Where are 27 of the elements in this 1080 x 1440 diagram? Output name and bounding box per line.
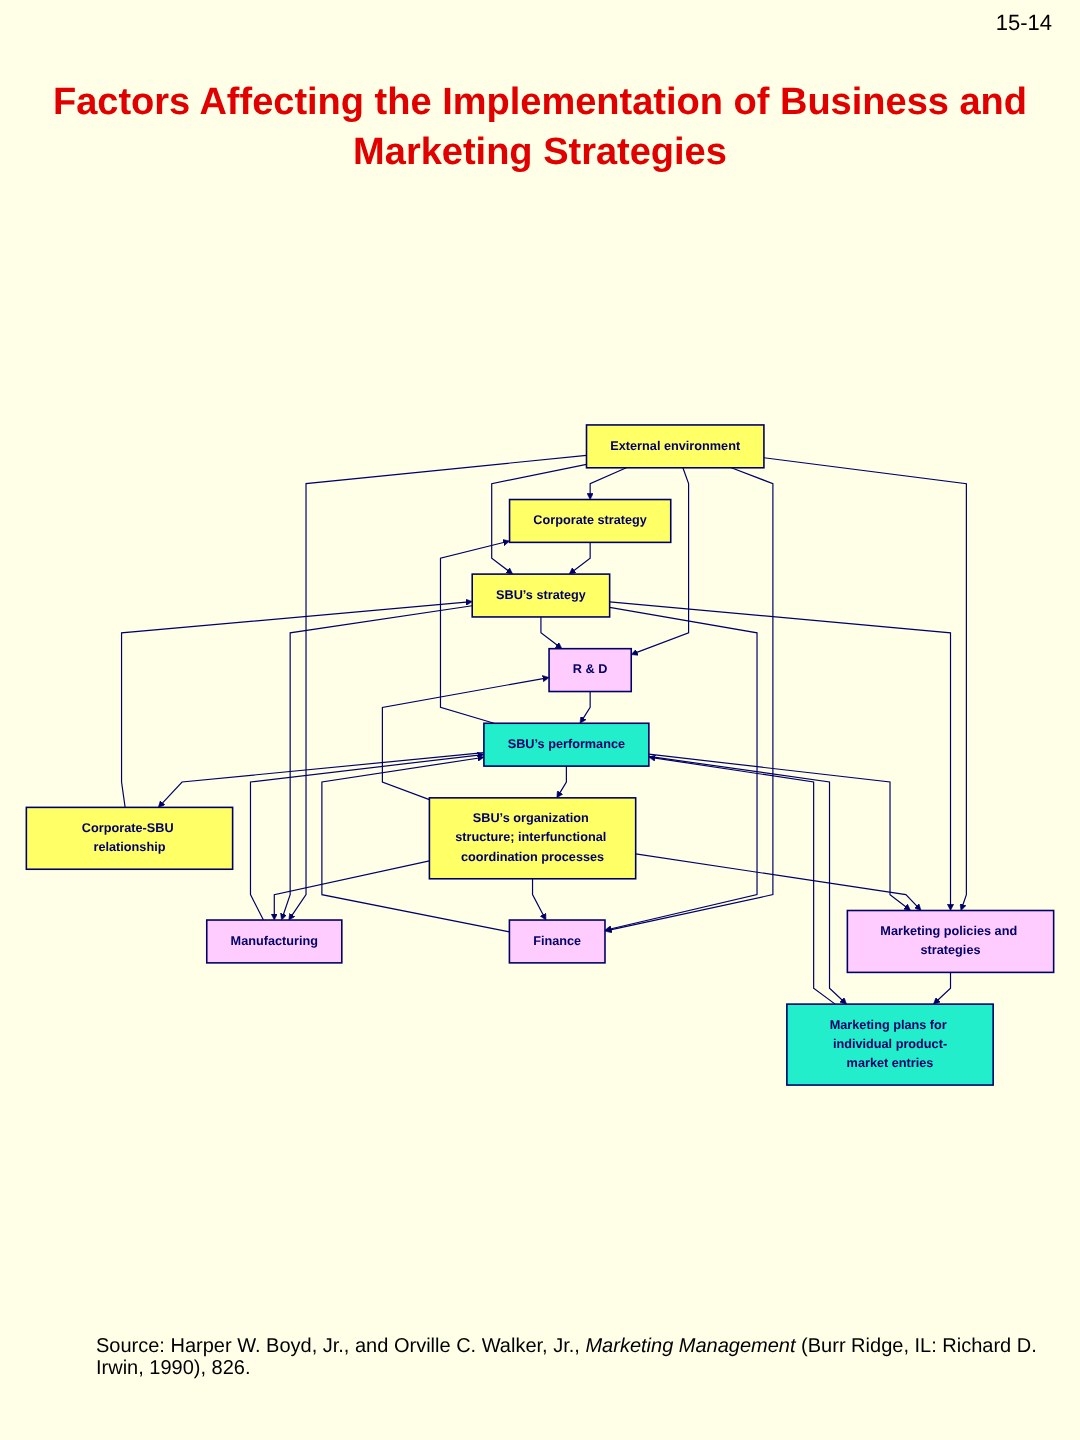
arrow bbox=[381, 675, 550, 801]
slide-number: 15-14 bbox=[995, 12, 1052, 36]
arrow bbox=[609, 601, 954, 911]
arrow bbox=[586, 467, 627, 500]
title: Factors Affecting the Implementation of Business and Marketing Strategies bbox=[50, 80, 1030, 178]
arrow bbox=[648, 753, 911, 911]
arrow bbox=[120, 598, 473, 808]
arrow bbox=[270, 860, 430, 921]
arrow bbox=[439, 539, 510, 724]
arrow bbox=[158, 752, 485, 808]
arrow bbox=[763, 457, 967, 911]
source-caption: Source: Harper W. Boyd, Jr., and Orville C. Walker, Jr., Marketing Management (Burr Ridge, IL: Richard D. Irwin, 1990), 826. bbox=[96, 1336, 1039, 1380]
arrow bbox=[491, 463, 588, 575]
arrow bbox=[635, 853, 922, 911]
arrow bbox=[249, 751, 485, 921]
arrow bbox=[630, 467, 690, 656]
arrow bbox=[604, 606, 758, 933]
arrow bbox=[556, 765, 567, 799]
arrow bbox=[933, 971, 952, 1005]
arrow bbox=[540, 616, 563, 649]
arrow bbox=[579, 690, 591, 724]
arrow bbox=[531, 878, 547, 921]
arrow bbox=[568, 541, 591, 575]
arrow bbox=[321, 754, 510, 933]
arrow bbox=[288, 454, 588, 921]
arrow bbox=[280, 605, 473, 921]
arrow bbox=[604, 467, 774, 934]
